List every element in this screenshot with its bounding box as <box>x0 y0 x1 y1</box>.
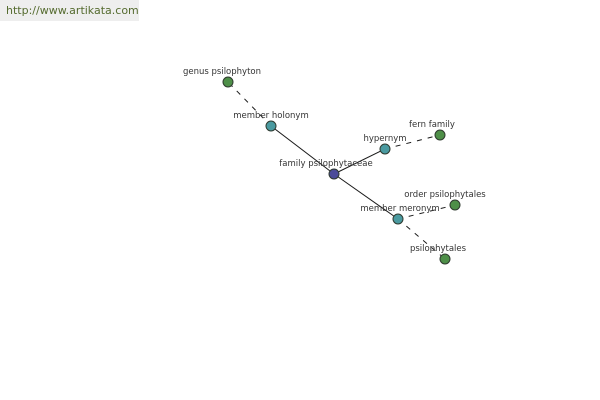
node-order-psilophytales[interactable] <box>449 199 461 211</box>
site-url-link[interactable]: http://www.artikata.com <box>6 4 139 17</box>
label-fern-family: fern family <box>409 120 455 130</box>
node-psilophytales[interactable] <box>439 253 451 265</box>
edge-center-to-member-holonym <box>270 125 335 175</box>
label-psilophytales: psilophytales <box>410 244 467 254</box>
node-member-holonym[interactable] <box>265 120 277 132</box>
edge-hypernym-to-fern-family <box>384 134 441 150</box>
node-center[interactable] <box>328 168 340 180</box>
label-member-holonym: member holonym <box>233 111 308 121</box>
node-genus-psilophyton[interactable] <box>222 76 234 88</box>
edge-center-to-hypernym <box>333 148 386 175</box>
labels: family psilophytaceae member holonym hyp… <box>183 67 486 254</box>
label-genus-psilophyton: genus psilophyton <box>183 67 261 77</box>
edge-center-to-member-meronym <box>333 173 399 220</box>
label-member-meronym: member meronym <box>360 204 439 214</box>
label-hypernym: hypernym <box>363 134 406 144</box>
nodes <box>222 76 461 265</box>
label-order-psilophytales: order psilophytales <box>404 190 486 200</box>
node-member-meronym[interactable] <box>392 213 404 225</box>
node-fern-family[interactable] <box>434 129 446 141</box>
node-hypernym[interactable] <box>379 143 391 155</box>
edges <box>227 81 456 260</box>
site-banner: http://www.artikata.com <box>0 0 139 21</box>
edge-member-meronym-to-order-psilophytales <box>397 204 456 220</box>
label-center: family psilophytaceae <box>279 159 372 169</box>
